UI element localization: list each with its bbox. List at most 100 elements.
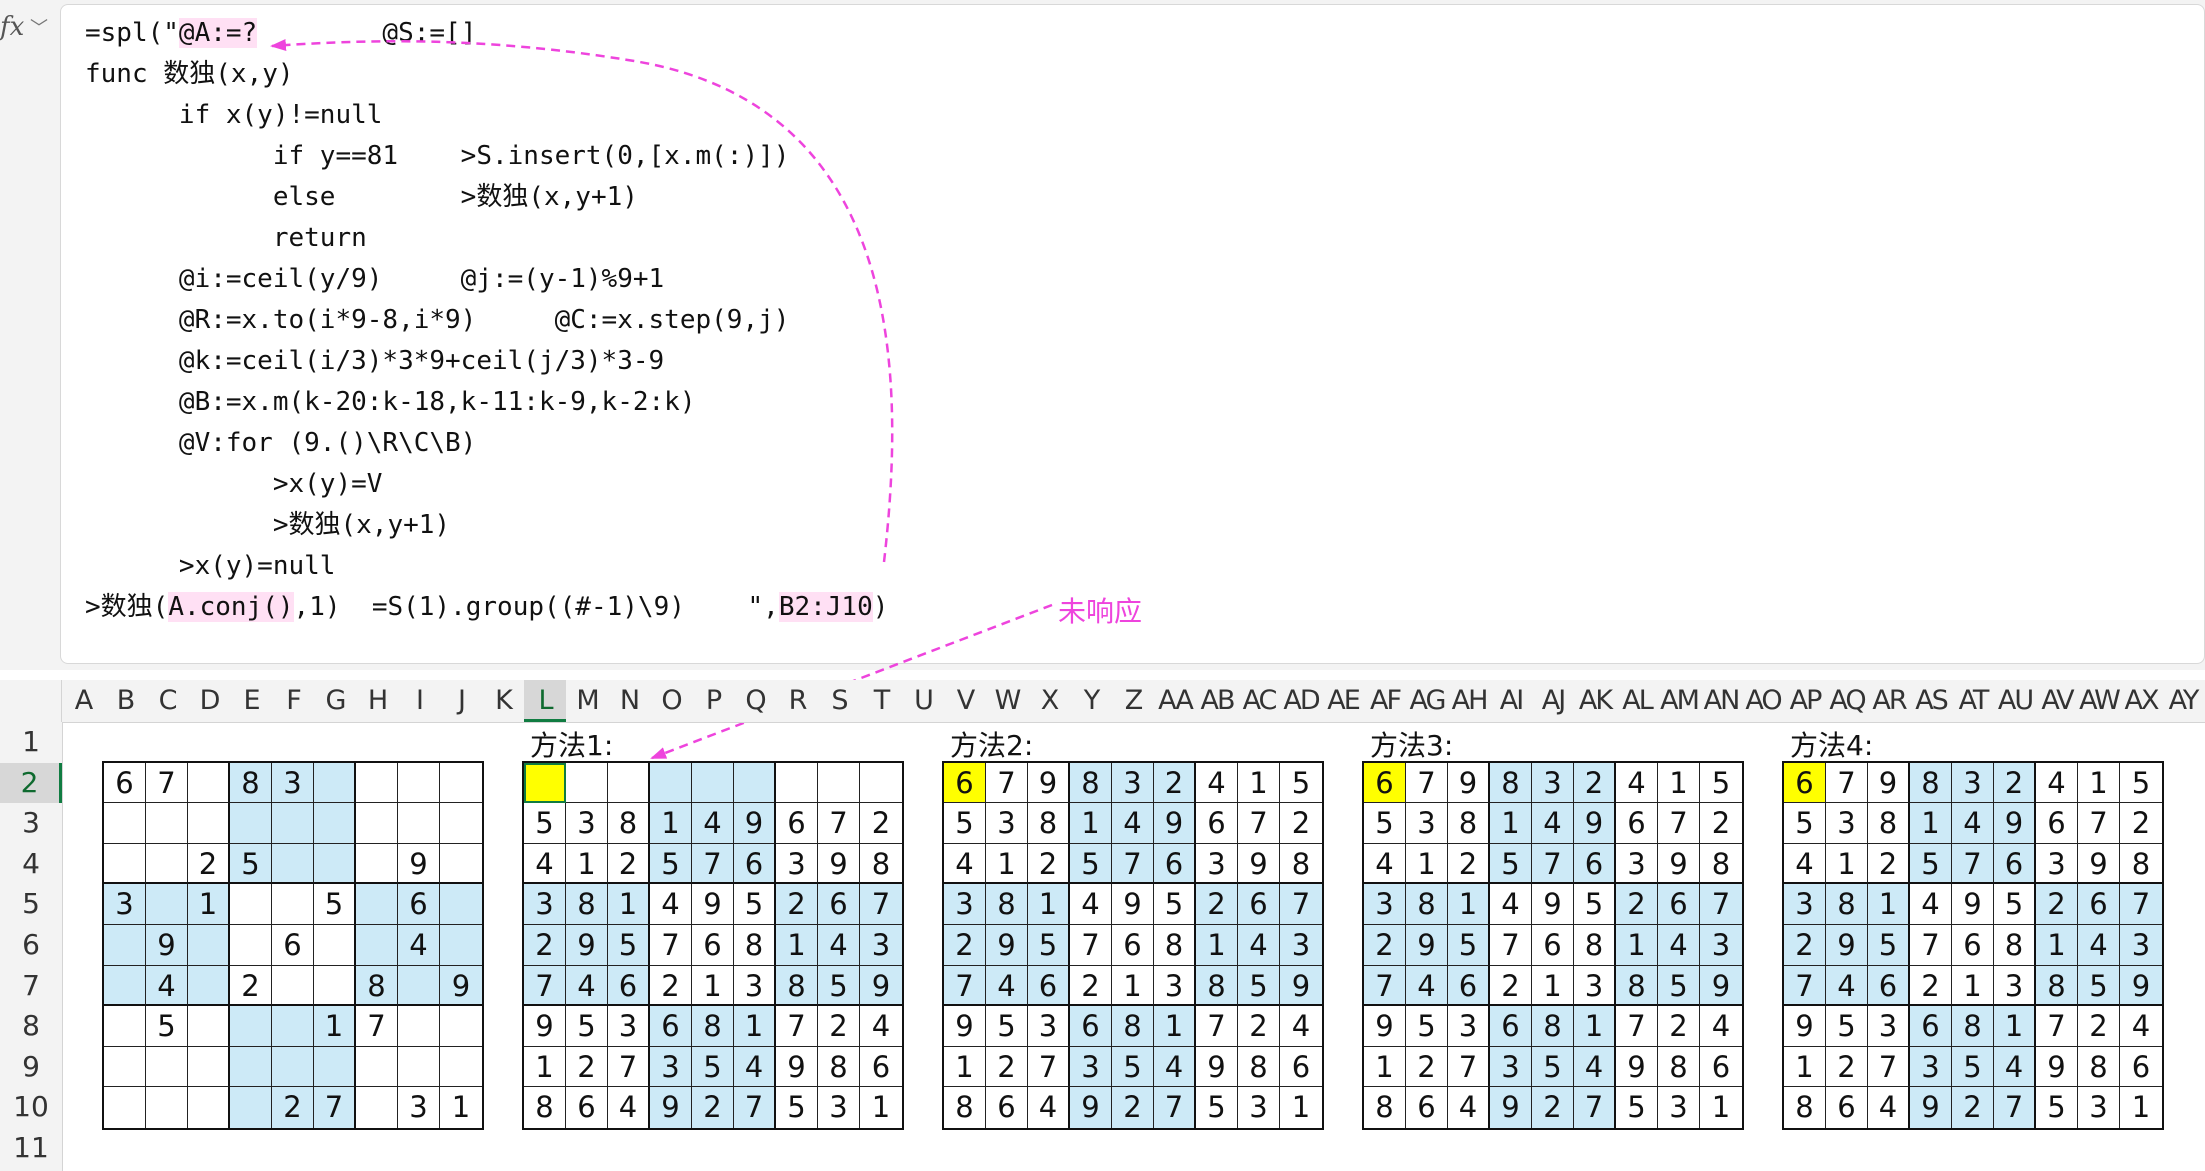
sudoku-cell[interactable]: 2 — [692, 1087, 734, 1128]
sudoku-cell[interactable]: 9 — [2078, 843, 2120, 885]
sudoku-cell[interactable]: 3 — [1448, 1006, 1490, 1047]
sudoku-cell[interactable] — [398, 965, 440, 1007]
sudoku-cell[interactable]: 9 — [1112, 884, 1154, 925]
sudoku-cell[interactable]: 7 — [1280, 884, 1322, 925]
sudoku-cell[interactable]: 9 — [1280, 965, 1322, 1007]
sudoku-cell[interactable]: 4 — [1994, 1046, 2036, 1088]
column-header-h[interactable]: H — [367, 685, 388, 716]
sudoku-cell[interactable]: 2 — [1574, 762, 1616, 804]
sudoku-cell[interactable]: 5 — [1070, 843, 1112, 885]
sudoku-cell[interactable]: 5 — [566, 1006, 608, 1047]
sudoku-cell[interactable]: 5 — [1616, 1087, 1658, 1128]
sudoku-cell[interactable]: 6 — [818, 884, 860, 925]
sudoku-cell[interactable]: 6 — [1952, 924, 1994, 966]
column-header-ap[interactable]: AP — [1789, 685, 1823, 716]
sudoku-cell[interactable]: 9 — [1574, 803, 1616, 844]
sudoku-cell[interactable] — [272, 803, 314, 844]
sudoku-cell[interactable] — [188, 1087, 230, 1128]
sudoku-cell[interactable]: 1 — [1364, 1046, 1406, 1088]
sudoku-cell[interactable]: 8 — [608, 803, 650, 844]
sudoku-cell[interactable]: 2 — [1406, 1046, 1448, 1088]
sudoku-cell[interactable]: 4 — [1280, 1006, 1322, 1047]
sudoku-cell[interactable] — [356, 762, 398, 804]
sudoku-cell[interactable]: 6 — [1700, 1047, 1742, 1088]
sudoku-cell[interactable]: 7 — [860, 884, 902, 925]
sudoku-cell[interactable]: 8 — [1700, 844, 1742, 885]
sudoku-cell[interactable]: 4 — [2078, 924, 2120, 966]
sudoku-cell[interactable] — [188, 965, 230, 1007]
sudoku-cell[interactable]: 7 — [524, 965, 566, 1007]
sudoku-cell[interactable]: 7 — [1112, 843, 1154, 885]
sudoku-cell[interactable] — [776, 762, 818, 804]
sudoku-cell[interactable]: 9 — [860, 965, 902, 1007]
sudoku-cell[interactable]: 1 — [1868, 884, 1910, 925]
sudoku-cell[interactable] — [188, 1006, 230, 1047]
sudoku-cell[interactable]: 7 — [1448, 1046, 1490, 1088]
sudoku-cell[interactable]: 2 — [188, 843, 230, 885]
sudoku-cell[interactable]: 4 — [1364, 843, 1406, 885]
sudoku-cell[interactable]: 8 — [986, 884, 1028, 925]
sudoku-cell[interactable]: 6 — [860, 1047, 902, 1088]
sudoku-cell[interactable] — [398, 762, 440, 804]
sudoku-cell[interactable] — [440, 803, 482, 844]
sudoku-cell[interactable]: 3 — [1952, 762, 1994, 804]
sudoku-cell[interactable]: 3 — [1574, 965, 1616, 1007]
sudoku-cell[interactable]: 2 — [986, 1046, 1028, 1088]
sudoku-cell[interactable]: 9 — [1070, 1087, 1112, 1128]
sudoku-cell[interactable]: 7 — [1784, 965, 1826, 1007]
sudoku-cell[interactable] — [230, 1046, 272, 1088]
column-header-k[interactable]: K — [495, 685, 513, 716]
sudoku-cell[interactable]: 5 — [1364, 803, 1406, 844]
sudoku-cell[interactable]: 6 — [734, 843, 776, 885]
sudoku-cell[interactable]: 3 — [1826, 803, 1868, 844]
sudoku-cell[interactable]: 2 — [1532, 1087, 1574, 1128]
sudoku-cell[interactable]: 5 — [1952, 1046, 1994, 1088]
sudoku-cell[interactable]: 4 — [1196, 762, 1238, 804]
sudoku-cell[interactable]: 9 — [986, 924, 1028, 966]
sudoku-cell[interactable]: 8 — [1490, 762, 1532, 804]
column-header-v[interactable]: V — [956, 685, 975, 716]
function-icon[interactable]: fx ﹀ — [0, 12, 56, 52]
sudoku-cell[interactable]: 8 — [230, 762, 272, 804]
sudoku-cell[interactable]: 6 — [566, 1087, 608, 1128]
sudoku-cell[interactable]: 3 — [776, 843, 818, 885]
sudoku-cell[interactable]: 1 — [1238, 762, 1280, 804]
sudoku-cell[interactable]: 1 — [692, 965, 734, 1007]
row-header-2[interactable]: 2 — [0, 762, 62, 804]
sudoku-cell[interactable]: 5 — [1280, 763, 1322, 804]
sudoku-cell[interactable]: 2 — [650, 965, 692, 1007]
sudoku-cell[interactable]: 6 — [1448, 965, 1490, 1007]
sudoku-cell[interactable] — [230, 884, 272, 925]
column-header-ai[interactable]: AI — [1499, 685, 1524, 716]
sudoku-cell[interactable]: 5 — [776, 1087, 818, 1128]
column-header-aj[interactable]: AJ — [1541, 685, 1566, 716]
sudoku-cell[interactable]: 9 — [2120, 965, 2162, 1007]
sudoku-cell[interactable]: 1 — [1910, 803, 1952, 844]
sudoku-cell[interactable]: 2 — [1280, 803, 1322, 844]
sudoku-cell[interactable]: 6 — [398, 884, 440, 925]
sudoku-cell[interactable]: 5 — [2078, 965, 2120, 1007]
sudoku-cell[interactable] — [272, 884, 314, 925]
sudoku-cell[interactable]: 8 — [566, 884, 608, 925]
sudoku-cell[interactable]: 2 — [1658, 1006, 1700, 1047]
sudoku-cell[interactable]: 7 — [2078, 803, 2120, 844]
sudoku-cell[interactable]: 6 — [1532, 924, 1574, 966]
sudoku-cell[interactable]: 4 — [146, 965, 188, 1007]
sudoku-cell[interactable]: 6 — [692, 924, 734, 966]
sudoku-cell[interactable]: 5 — [1784, 803, 1826, 844]
sudoku-cell[interactable]: 4 — [2036, 762, 2078, 804]
sudoku-cell[interactable]: 5 — [818, 965, 860, 1007]
sudoku-cell[interactable]: 4 — [818, 924, 860, 966]
column-header-ae[interactable]: AE — [1327, 685, 1361, 716]
sudoku-cell[interactable] — [272, 843, 314, 885]
column-header-aa[interactable]: AA — [1158, 685, 1194, 716]
column-header-e[interactable]: E — [243, 685, 260, 716]
sudoku-cell[interactable]: 4 — [1490, 884, 1532, 925]
sudoku-cell[interactable]: 5 — [1910, 843, 1952, 885]
sudoku-cell[interactable]: 3 — [1364, 884, 1406, 925]
sudoku-cell[interactable] — [272, 1046, 314, 1088]
column-header-at[interactable]: AT — [1958, 685, 1990, 716]
sudoku-cell[interactable]: 4 — [734, 1046, 776, 1088]
sudoku-cell[interactable]: 3 — [566, 803, 608, 844]
column-header-d[interactable]: D — [199, 685, 221, 716]
